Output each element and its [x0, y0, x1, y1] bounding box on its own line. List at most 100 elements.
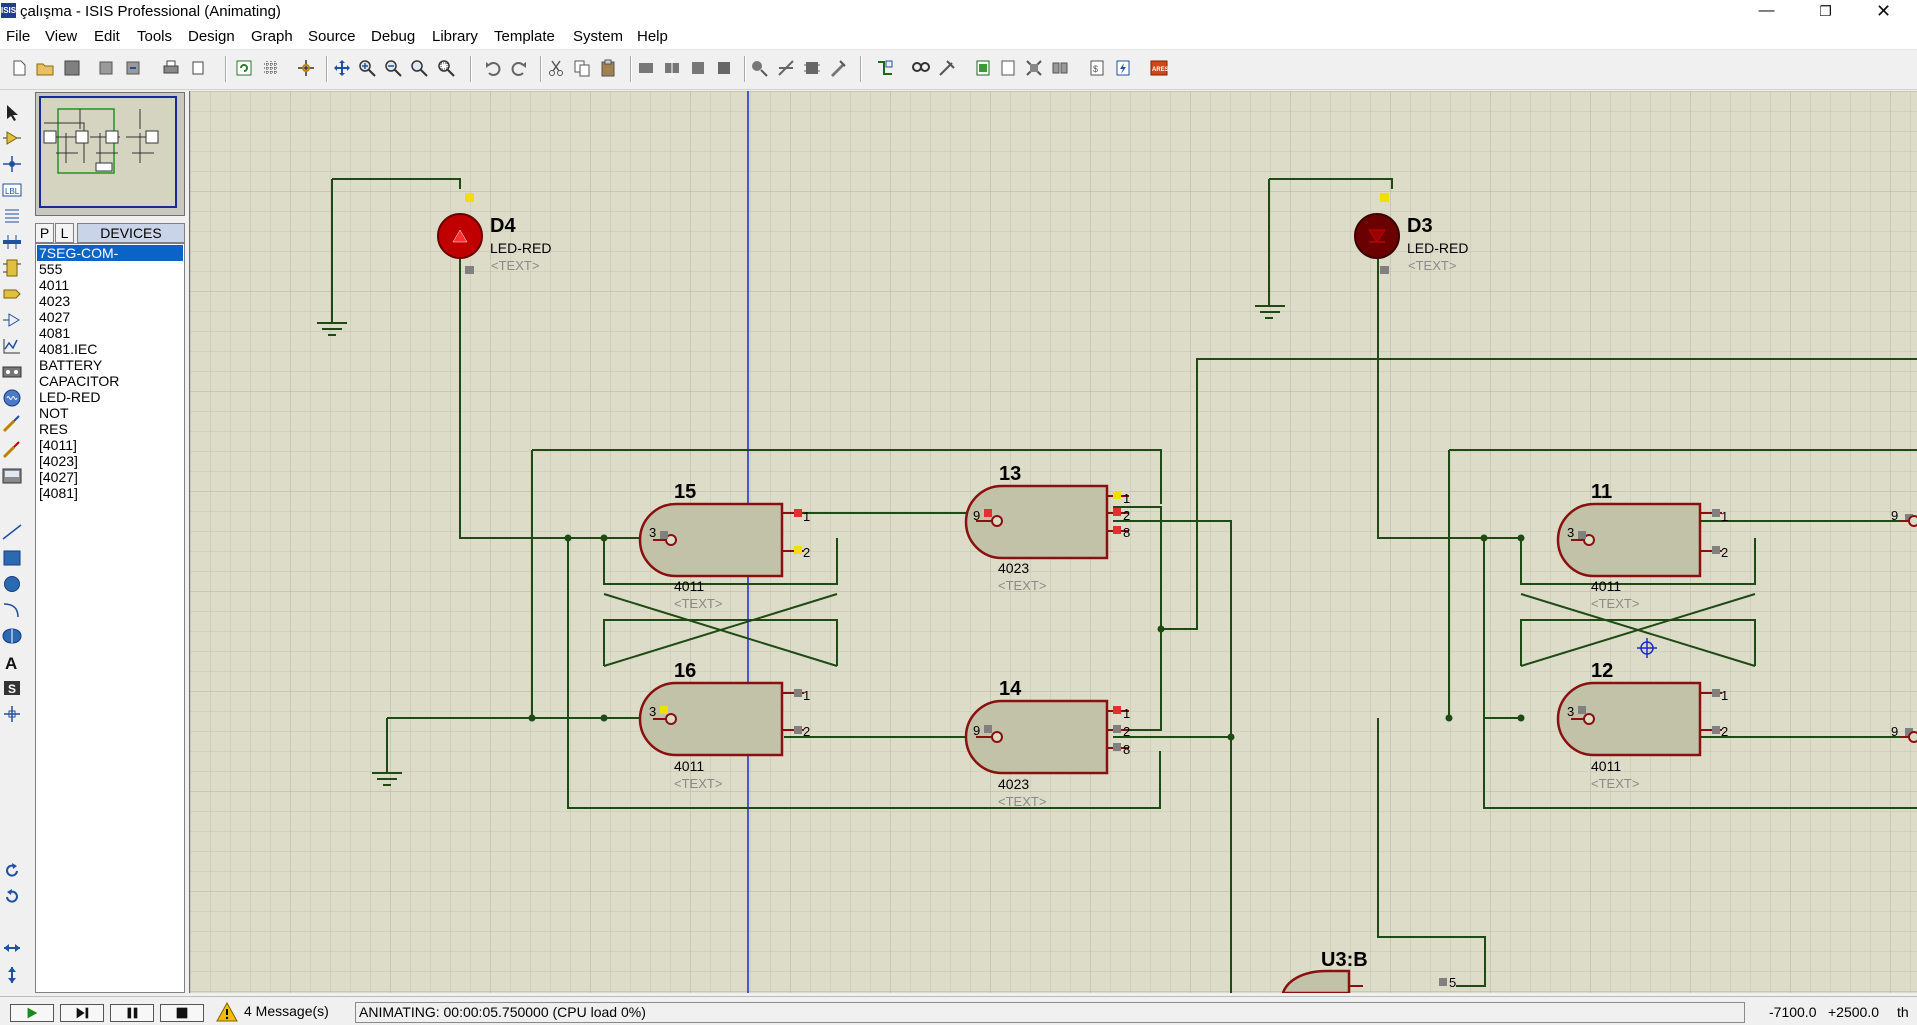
generator-icon[interactable] [2, 389, 22, 407]
device-list-item[interactable]: 4081.IEC [39, 341, 98, 357]
units-indicator[interactable]: th [1897, 1004, 1909, 1020]
menu-system[interactable]: System [573, 28, 624, 45]
library-manager-button[interactable]: L [55, 223, 74, 243]
open-folder-icon[interactable] [36, 59, 54, 77]
redo-icon[interactable] [510, 59, 528, 77]
pan-icon[interactable] [333, 59, 351, 77]
save-icon[interactable] [63, 59, 81, 77]
nand-gate-11[interactable] [1556, 502, 1722, 578]
make-device-icon[interactable] [777, 59, 795, 77]
tape-recorder-icon[interactable] [2, 363, 22, 381]
rotate-clockwise-icon[interactable] [2, 862, 22, 880]
overview-minimap[interactable] [36, 93, 184, 215]
cut-icon[interactable] [547, 59, 565, 77]
menu-help[interactable]: Help [637, 28, 668, 45]
device-list-item-selected[interactable]: 7SEG-COM-CATHODE [37, 245, 183, 277]
device-list-item[interactable]: [4027] [39, 469, 78, 485]
arc-2d-icon[interactable] [2, 601, 22, 619]
ares-icon[interactable]: ARES [1150, 59, 1168, 77]
device-list-item[interactable]: 4011 [39, 277, 70, 293]
block-copy-icon[interactable] [637, 59, 655, 77]
component-mode-icon[interactable] [2, 129, 22, 147]
menu-debug[interactable]: Debug [371, 28, 416, 45]
device-list[interactable]: 7SEG-COM-CATHODE 555 4011 4023 4027 4081… [35, 243, 185, 993]
device-list-item[interactable]: [4023] [39, 453, 78, 469]
text-script-icon[interactable] [2, 207, 22, 225]
paste-icon[interactable] [599, 59, 617, 77]
minimize-button[interactable]: — [1758, 2, 1775, 19]
device-list-item[interactable]: [4011] [39, 437, 77, 453]
bus-icon[interactable] [2, 233, 22, 251]
restore-button[interactable]: ❐ [1819, 3, 1832, 19]
pause-button[interactable] [110, 1004, 154, 1022]
grid-toggle-icon[interactable] [262, 59, 280, 77]
graph-mode-icon[interactable] [2, 337, 22, 355]
menu-design[interactable]: Design [188, 28, 235, 45]
circle-2d-icon[interactable] [2, 575, 22, 593]
zoom-area-icon[interactable] [437, 59, 455, 77]
terminals-mode-icon[interactable] [2, 285, 22, 303]
led-d3[interactable] [1354, 193, 1400, 274]
decompose-icon[interactable] [829, 59, 847, 77]
messages-count[interactable]: 4 Message(s) [244, 1003, 329, 1019]
menu-template[interactable]: Template [494, 28, 555, 45]
exit-to-parent-icon[interactable] [1025, 59, 1043, 77]
virtual-instruments-icon[interactable] [2, 467, 22, 485]
wire-label-icon[interactable]: LBL [2, 181, 22, 199]
play-button[interactable] [10, 1004, 54, 1022]
stop-button[interactable] [160, 1004, 204, 1022]
origin-icon[interactable] [297, 59, 315, 77]
line-2d-icon[interactable] [2, 523, 22, 541]
schematic-drawing[interactable]: D4 LED-RED <TEXT> D3 LED-RED <TEXT> [190, 91, 1917, 993]
new-sheet-icon[interactable] [974, 59, 992, 77]
voltage-probe-icon[interactable] [2, 415, 22, 433]
overview-window[interactable] [35, 92, 185, 216]
block-delete-icon[interactable] [715, 59, 733, 77]
current-probe-icon[interactable] [2, 441, 22, 459]
step-button[interactable] [60, 1004, 104, 1022]
print-icon[interactable] [162, 59, 180, 77]
device-list-item[interactable]: 4081 [39, 325, 71, 341]
device-list-item[interactable]: CAPACITOR [39, 373, 120, 389]
property-assignment-icon[interactable] [938, 59, 956, 77]
copy-icon[interactable] [573, 59, 591, 77]
menu-graph[interactable]: Graph [251, 28, 293, 45]
block-rotate-icon[interactable] [689, 59, 707, 77]
close-button[interactable]: ✕ [1875, 1, 1892, 21]
zoom-in-icon[interactable] [358, 59, 376, 77]
device-pins-icon[interactable] [2, 311, 22, 329]
search-tag-icon[interactable] [912, 59, 930, 77]
schematic-canvas[interactable]: D4 LED-RED <TEXT> D3 LED-RED <TEXT> [189, 91, 1917, 993]
refresh-icon[interactable] [235, 59, 253, 77]
mirror-vertical-icon[interactable] [2, 966, 22, 984]
menu-source[interactable]: Source [308, 28, 356, 45]
packaging-tool-icon[interactable] [803, 59, 821, 77]
gate-u3b[interactable] [1281, 969, 1447, 993]
device-list-item[interactable]: BATTERY [39, 357, 103, 373]
menu-view[interactable]: View [45, 28, 78, 45]
path-2d-icon[interactable] [2, 627, 22, 645]
remove-sheet-icon[interactable] [999, 59, 1017, 77]
electrical-rule-check-icon[interactable]: $ [1088, 59, 1106, 77]
view-bom-icon[interactable] [1051, 59, 1069, 77]
nand-gate-15[interactable] [638, 502, 804, 578]
symbol-2d-icon[interactable]: S [2, 679, 22, 697]
nand-gate-12[interactable] [1556, 681, 1722, 757]
pick-devices-button[interactable]: P [35, 223, 54, 243]
device-list-item[interactable]: [4081] [39, 485, 78, 501]
led-d4[interactable] [437, 193, 483, 274]
netlist-transfer-icon[interactable] [1114, 59, 1132, 77]
zoom-out-icon[interactable] [384, 59, 402, 77]
box-2d-icon[interactable] [2, 549, 22, 567]
mirror-horizontal-icon[interactable] [2, 939, 22, 957]
pick-device-icon[interactable] [750, 59, 768, 77]
nand-gate-16[interactable] [638, 681, 804, 757]
warning-icon[interactable] [216, 1002, 238, 1022]
menu-library[interactable]: Library [432, 28, 478, 45]
selection-mode-icon[interactable] [2, 104, 22, 122]
menu-file[interactable]: File [6, 28, 31, 45]
import-section-icon[interactable] [98, 59, 116, 77]
junction-dot-icon[interactable] [2, 155, 22, 173]
print-area-icon[interactable] [189, 59, 207, 77]
new-file-icon[interactable] [10, 59, 28, 77]
